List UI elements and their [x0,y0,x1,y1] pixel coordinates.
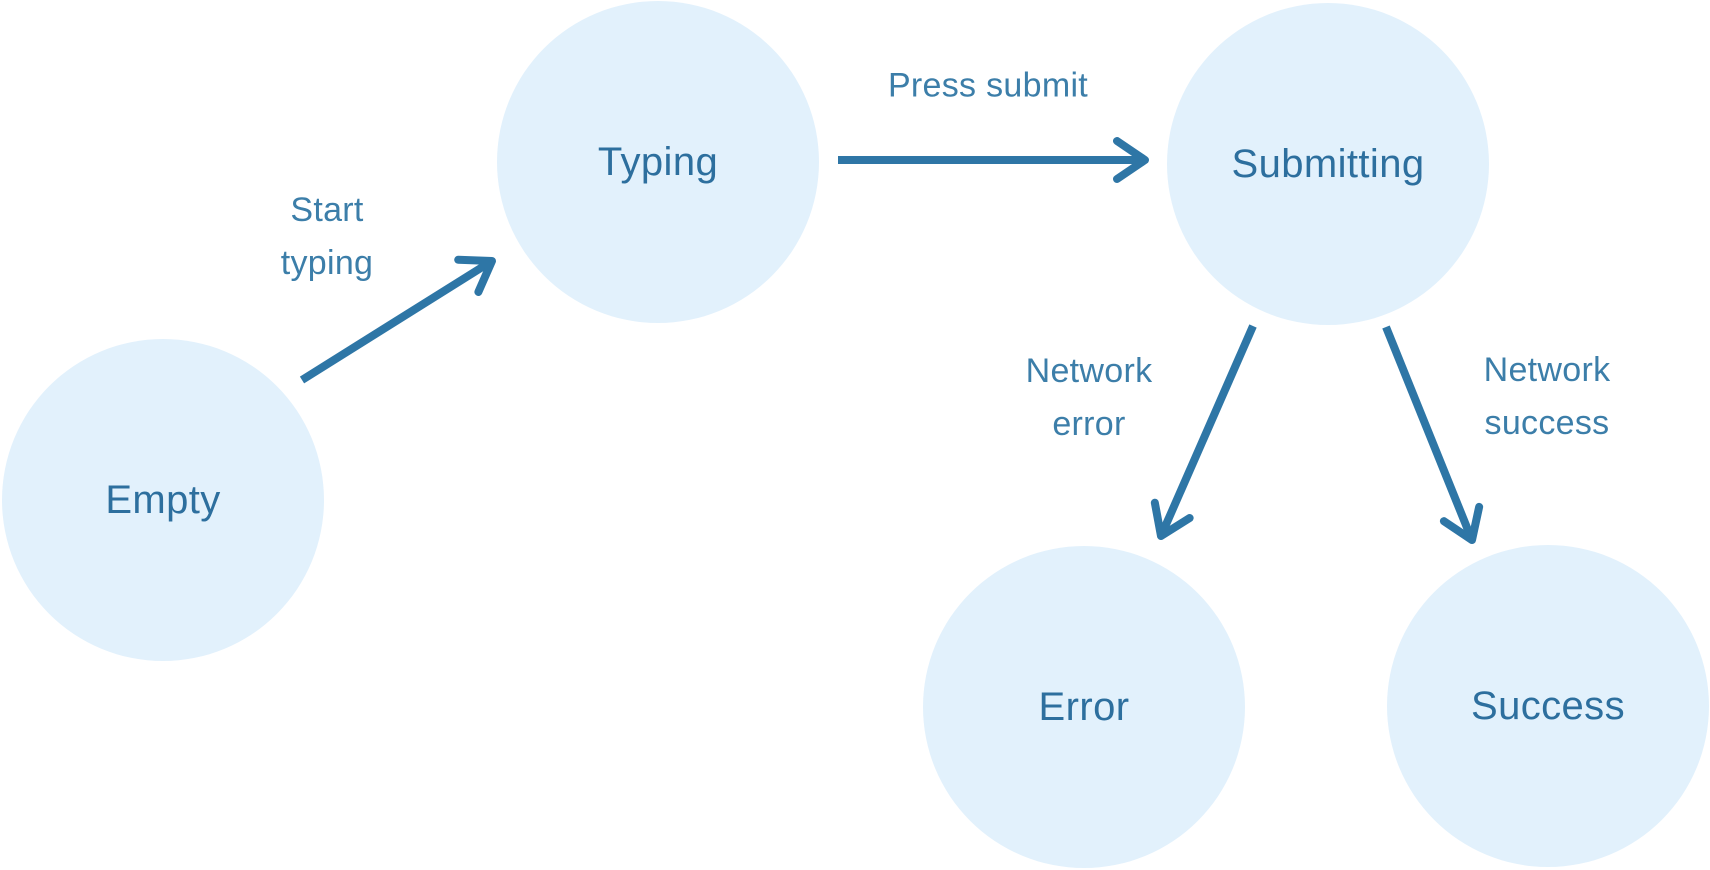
state-label-typing: Typing [597,139,719,184]
state-node-submitting: Submitting [1167,3,1489,325]
transition-label-line: success [1484,404,1610,442]
state-node-typing: Typing [497,1,819,323]
transition-label-line: typing [280,244,374,282]
transition-label-line: Network [1025,352,1153,390]
transition-label-line: error [1052,405,1126,443]
transition-arrow-network-error [1150,324,1257,540]
state-node-empty: Empty [2,339,324,661]
state-node-error: Error [923,546,1245,868]
state-label-error: Error [1038,684,1130,729]
transition-label-line: Start [290,191,364,229]
transition-label-network-error: Network error [1026,345,1153,451]
transition-label-start-typing: Start typing [281,184,374,290]
transition-label-line: Network [1483,351,1611,389]
state-label-success: Success [1471,683,1625,728]
transition-arrow-network-success [1382,325,1484,544]
state-node-success: Success [1387,545,1709,867]
state-label-submitting: Submitting [1231,141,1425,186]
transition-label-line: Press submit [887,66,1089,105]
state-label-empty: Empty [105,477,221,522]
transition-label-network-success: Network success [1484,344,1611,450]
transition-label-press-submit: Press submit [888,60,1088,113]
